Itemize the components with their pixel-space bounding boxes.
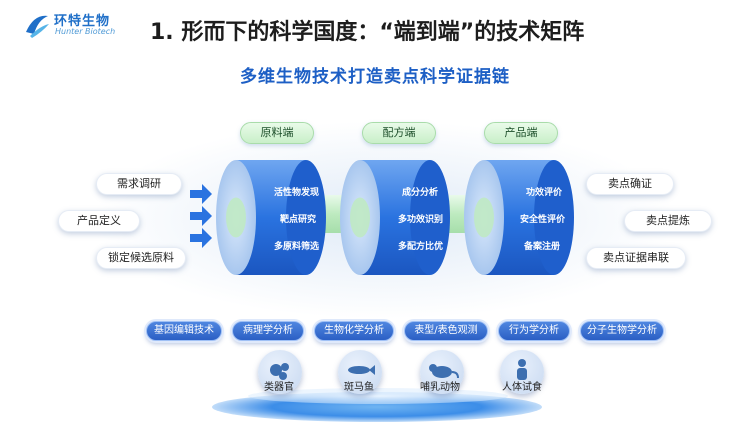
organism-label-zebrafish: 斑马鱼 <box>344 382 374 393</box>
organoid-icon <box>258 350 302 394</box>
stage-header-raw-material: 原料端 <box>240 122 314 144</box>
mammal-icon <box>420 350 464 394</box>
right-item-claim-confirmation: 卖点确证 <box>586 173 674 195</box>
cylinder-2-line-2: 多功效识别 <box>398 213 443 225</box>
cylinder-3-line-2: 安全性评价 <box>520 213 566 225</box>
logo-name: 环特生物 <box>54 14 111 29</box>
cylinder-1-line-1: 活性物发现 <box>274 186 319 198</box>
method-gene-editing: 基因编辑技术 <box>146 321 222 341</box>
page-subtitle: 多维生物技术打造卖点科学证据链 <box>240 67 510 87</box>
cylinder-3-line-3: 备案注册 <box>523 240 560 252</box>
cylinder-raw-material <box>216 160 326 275</box>
left-item-product-definition: 产品定义 <box>58 210 140 232</box>
method-phenotype-observation: 表型/表色观测 <box>404 321 488 341</box>
right-item-claim-refinement: 卖点提炼 <box>624 210 712 232</box>
cylinder-2-line-1: 成分分析 <box>402 186 438 198</box>
zebrafish-icon <box>338 350 382 394</box>
company-logo: 环特生物 Hunter Biotech <box>22 6 132 46</box>
right-item-claim-evidence-chain: 卖点证据串联 <box>586 247 686 269</box>
organism-label-organoid: 类器官 <box>264 382 294 393</box>
method-biochemistry: 生物化学分析 <box>314 321 394 341</box>
cylinder-2-line-3: 多配方比优 <box>398 240 443 252</box>
cylinder-product <box>464 160 574 275</box>
input-arrows <box>190 184 212 248</box>
stage-header-product: 产品端 <box>484 122 558 144</box>
logo-icon <box>26 15 49 38</box>
organism-label-mammal: 哺乳动物 <box>420 382 460 393</box>
logo-english-name: Hunter Biotech <box>55 27 116 36</box>
method-pathology: 病理学分析 <box>232 321 304 341</box>
left-item-candidate-materials: 锁定候选原料 <box>96 247 186 269</box>
cylinder-1-line-2: 靶点研究 <box>280 213 316 225</box>
cylinder-1-line-3: 多原料筛选 <box>274 240 319 252</box>
page-title: 1. 形而下的科学国度：“端到端”的技术矩阵 <box>150 20 585 45</box>
human-icon <box>500 350 544 394</box>
organism-label-human: 人体试食 <box>502 382 542 393</box>
stage-header-formula: 配方端 <box>362 122 436 144</box>
cylinder-pipeline: 活性物发现 靶点研究 多原料筛选 成分分析 多功效识别 多配方比优 功效评价 安… <box>190 160 574 275</box>
left-item-demand-research: 需求调研 <box>96 173 182 195</box>
method-molecular-biology: 分子生物学分析 <box>580 321 664 341</box>
method-behavioral-analysis: 行为学分析 <box>498 321 570 341</box>
cylinder-formula <box>340 160 450 275</box>
cylinder-3-line-1: 功效评价 <box>526 186 563 198</box>
